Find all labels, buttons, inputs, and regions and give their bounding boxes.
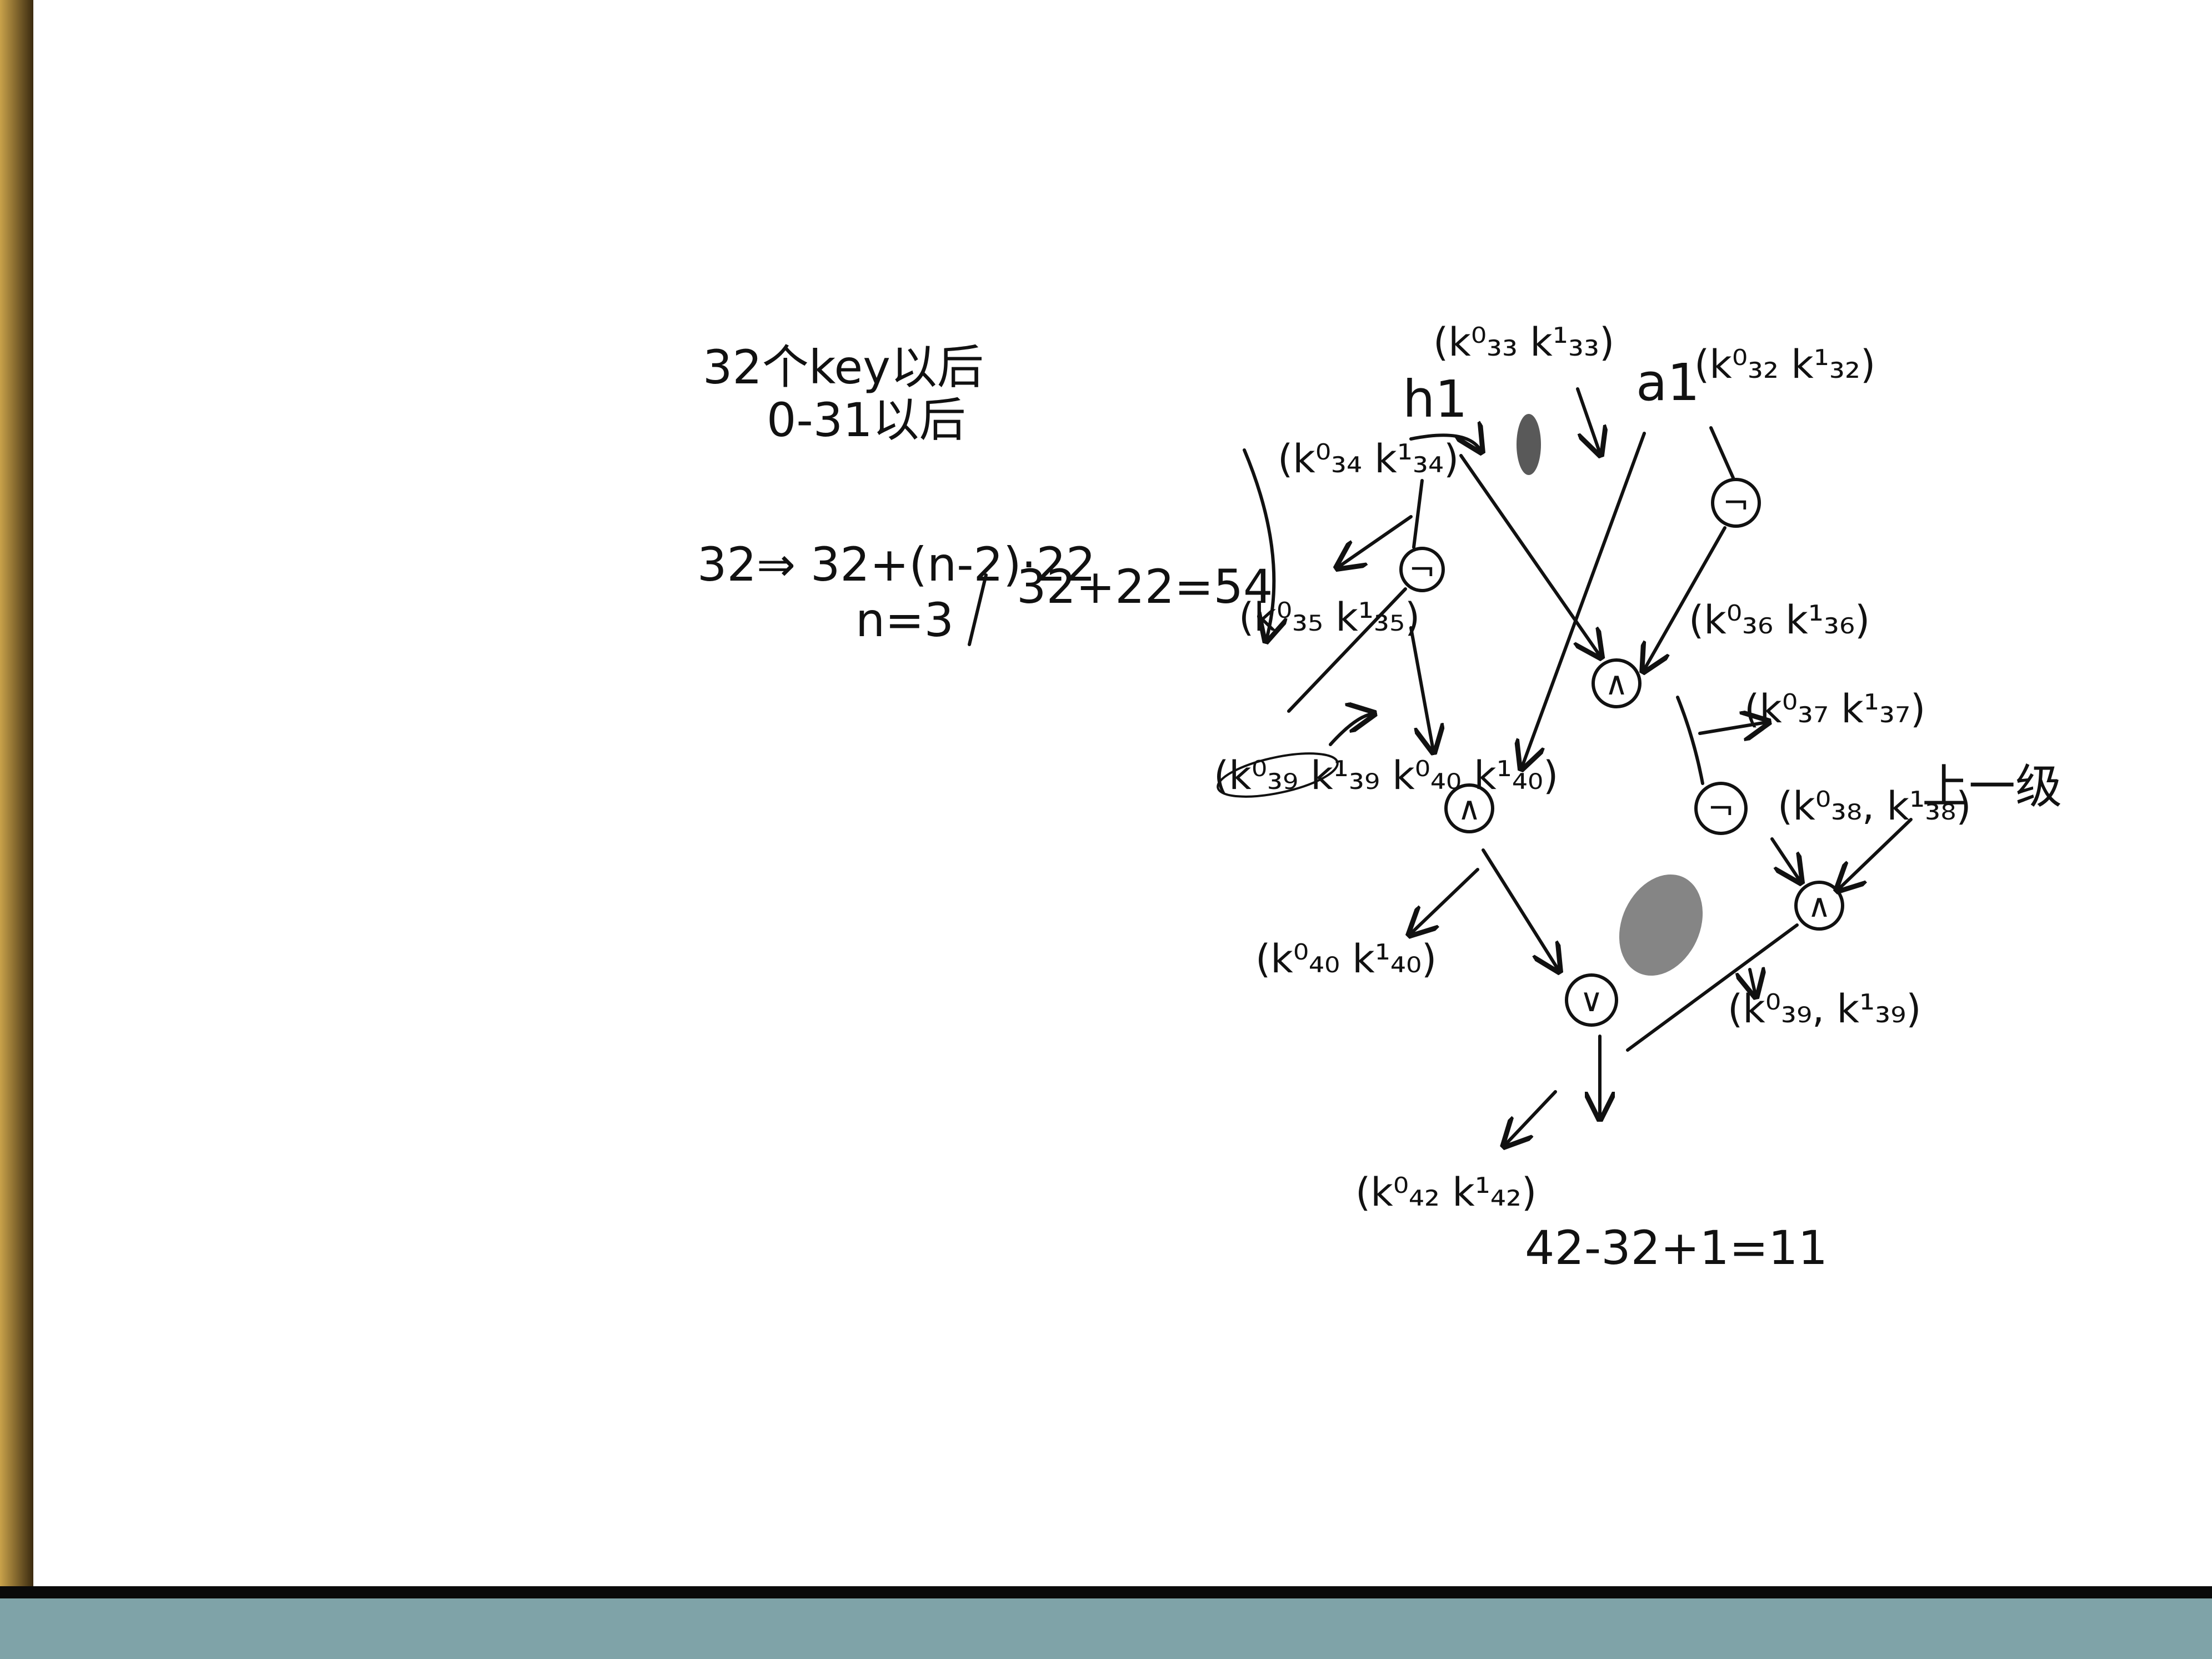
key-pair-k38: (k⁰₃₈, k¹₃₈)	[1778, 783, 1971, 829]
svg-text:¬: ¬	[1409, 551, 1436, 588]
scribble-bottom	[1619, 874, 1703, 976]
wires	[1243, 387, 1913, 1145]
gate-not-mid-right: ¬	[1694, 782, 1748, 835]
key-pair-k33: (k⁰₃₃ k¹₃₃)	[1433, 319, 1614, 365]
svg-text:∧: ∧	[1458, 789, 1481, 827]
svg-text:¬: ¬	[1708, 789, 1735, 827]
note-line2: 0-31以后	[767, 393, 966, 447]
svg-text:∧: ∧	[1605, 664, 1628, 702]
strike-k39-k40	[1217, 752, 1339, 798]
note-divider	[968, 573, 988, 646]
bottom-edge-border	[0, 1586, 2212, 1598]
gate-not-top-left: ¬	[1399, 547, 1445, 592]
gate-and-right: ∧	[1794, 881, 1844, 931]
left-edge-border	[0, 0, 33, 1659]
key-pair-k34: (k⁰₃₄ k¹₃₄)	[1278, 436, 1459, 482]
svg-text:∨: ∨	[1580, 981, 1603, 1019]
note-line1: 32个key以后	[703, 340, 984, 394]
note-count: 42-32+1=11	[1525, 1221, 1828, 1275]
note-formula: 32⇒ 32+(n-2)·22	[697, 537, 1095, 592]
svg-text:¬: ¬	[1723, 484, 1750, 522]
note-sum: 32+22=54	[1017, 559, 1273, 614]
key-pair-k39-k40: (k⁰₃₉ k¹₃₉ k⁰₄₀ k¹₄₀)	[1214, 753, 1558, 798]
key-pair-k37: (k⁰₃₇ k¹₃₇)	[1744, 686, 1925, 732]
input-a1: a1	[1636, 353, 1700, 412]
svg-text:∧: ∧	[1808, 887, 1831, 925]
key-pair-k36: (k⁰₃₆ k¹₃₆)	[1689, 597, 1870, 643]
key-pair-k32: (k⁰₃₂ k¹₃₂)	[1694, 342, 1875, 387]
label-prev-level: 上一级	[1922, 759, 2062, 814]
gate-or-bottom: ∨	[1565, 973, 1618, 1027]
gate-and-left: ∧	[1444, 783, 1494, 833]
key-pair-k42: (k⁰₄₂ k¹₄₂)	[1355, 1170, 1537, 1215]
scribble-top	[1517, 414, 1541, 475]
gate-and-center: ∧	[1592, 658, 1642, 708]
gate-not-top-right: ¬	[1711, 478, 1761, 528]
note-n-value: n=3	[855, 593, 954, 647]
key-pair-k40: (k⁰₄₀ k¹₄₀)	[1255, 936, 1437, 982]
input-h1: h1	[1403, 369, 1468, 429]
